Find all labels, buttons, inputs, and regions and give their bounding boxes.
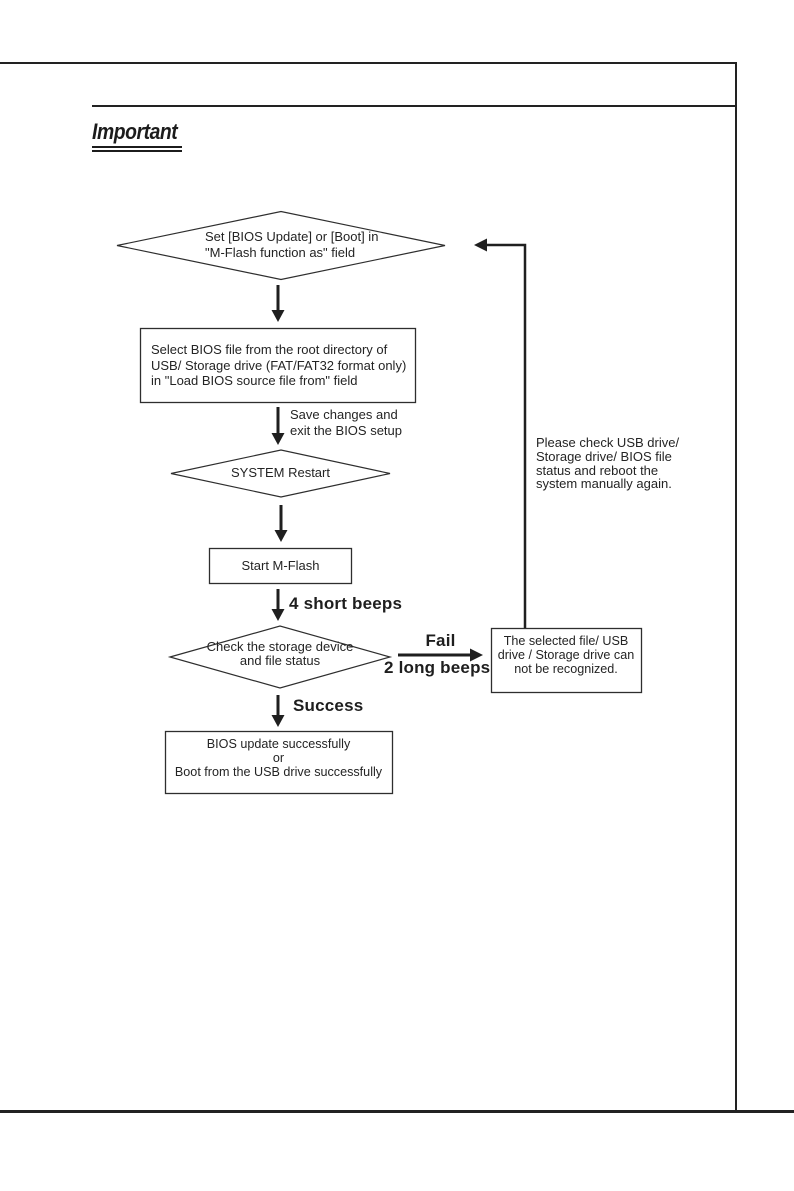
process-start-mflash-outline — [208, 547, 353, 585]
important-label: Important — [92, 119, 178, 144]
fail-arrow-icon — [398, 648, 483, 662]
down-arrow-icon-2 — [271, 407, 285, 445]
process-final-result-outline — [164, 730, 394, 795]
return-loop-arrow — [474, 238, 527, 628]
down-arrow-icon-1 — [271, 285, 285, 322]
process-not-recognized-outline — [490, 627, 643, 694]
down-arrow-icon-4 — [271, 589, 285, 621]
page-right-border — [735, 62, 737, 1112]
two-long-beeps-label: 2 long beeps — [384, 658, 491, 677]
header-rule — [92, 105, 737, 107]
page-top-rule — [0, 62, 737, 64]
process-start-mflash-text: Start M-Flash — [241, 558, 320, 573]
important-underline-1 — [92, 146, 182, 148]
decision-check-storage-text: Check the storage device and file status — [206, 639, 354, 668]
decision-set-function-outline — [116, 210, 446, 281]
save-exit-label: Save changes and exit the BIOS setup — [290, 407, 403, 438]
important-underline-2 — [92, 150, 182, 152]
decision-system-restart-text: SYSTEM Restart — [231, 465, 330, 480]
four-short-beeps-label: 4 short beeps — [289, 594, 403, 613]
page-bottom-rule — [0, 1110, 794, 1113]
decision-system-restart-outline — [170, 449, 391, 498]
process-not-recognized-text: The selected file/ USB drive / Storage d… — [497, 634, 635, 676]
decision-set-function-text: Set [BIOS Update] or [Boot] in "M-Flash … — [205, 229, 379, 260]
process-final-result-text: BIOS update successfully or Boot from th… — [174, 737, 383, 779]
down-arrow-icon-3 — [274, 505, 288, 542]
important-heading: Important — [92, 120, 189, 152]
down-arrow-icon-5 — [271, 695, 285, 727]
decision-check-storage-outline — [167, 625, 393, 689]
manual-check-note: Please check USB drive/ Storage drive/ B… — [536, 435, 680, 492]
success-label: Success — [293, 696, 364, 715]
process-select-file-text: Select BIOS file from the root directory… — [151, 342, 407, 388]
process-select-file-outline — [139, 327, 417, 404]
fail-label: Fail — [425, 631, 456, 650]
